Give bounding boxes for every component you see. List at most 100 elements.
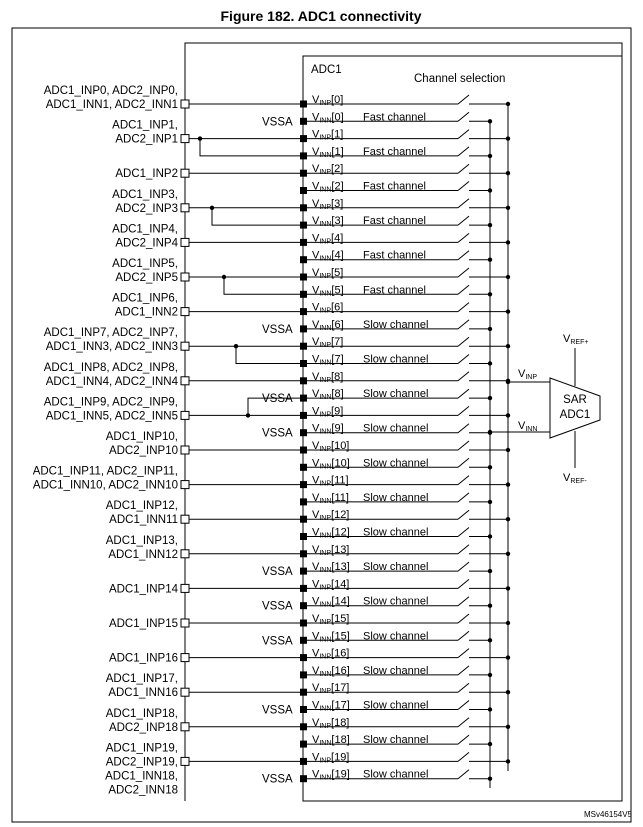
channel-switch — [457, 250, 470, 261]
channel-6-inn-row: VINN[6] Slow channel — [300, 319, 493, 333]
pin-0: ADC1_INP0, ADC2_INP0,ADC1_INN1, ADC2_INN… — [44, 85, 300, 111]
channel-4-inn-row: VINN[4]Fast channel — [300, 250, 493, 264]
channel-switch — [457, 267, 470, 278]
pin-15-pad — [180, 618, 190, 628]
channel-6-inn-label: VINN[6] — [312, 319, 344, 332]
channel-6-type: Slow channel — [363, 319, 428, 331]
vssa-label: VSSA — [262, 116, 293, 128]
channel-switch — [457, 665, 470, 676]
pin-12-label: ADC1_INP12, — [106, 500, 178, 512]
pin-8-label: ADC1_INN4, ADC2_INN4 — [46, 376, 179, 388]
channel-switch — [457, 752, 470, 762]
channel-switch — [457, 233, 470, 243]
channel-switch — [457, 94, 470, 105]
channel-18-inn-label: VINN[18] — [312, 734, 350, 747]
channel-10-inn-pad — [300, 463, 307, 471]
channel-5-inp-pad — [300, 273, 307, 281]
channel-15-inp-label: VINP[15] — [312, 613, 349, 626]
channel-14-inn-pad — [300, 602, 307, 610]
channel-switch — [457, 475, 470, 485]
channel-switch — [457, 336, 470, 347]
channel-14-inp-row: VINP[14] — [300, 578, 511, 592]
pin-18-label: ADC2_INP18 — [109, 722, 178, 734]
channel-11-inp-row: VINP[11] — [300, 475, 511, 489]
channel-8-inp-label: VINP[8] — [312, 371, 343, 384]
channel-17-inn-row: VINN[17]Slow channel — [300, 700, 493, 713]
channel-13-inp-pad — [300, 550, 307, 558]
vinn-label: VINN — [518, 420, 537, 433]
channel-switch — [457, 146, 470, 157]
channel-8-type: Slow channel — [363, 388, 428, 400]
channel-15-inn-label: VINN[15] — [312, 630, 350, 643]
channel-18-inp-pad — [300, 723, 307, 731]
channel-7-type: Slow channel — [363, 354, 428, 366]
pin-16-pad — [180, 653, 190, 663]
channel-7-inn-label: VINN[7] — [312, 354, 344, 367]
channel-18-inn-pad — [300, 740, 307, 748]
pin-11: ADC1_INP11, ADC2_INP11,ADC1_INN10, ADC2_… — [33, 466, 300, 492]
channel-4-inn-pad — [300, 256, 307, 264]
channel-switch — [457, 319, 470, 330]
pin-1-pad — [180, 134, 190, 144]
adc1-block-label: ADC1 — [311, 64, 342, 76]
channel-switch — [457, 215, 470, 226]
pin-7-pad — [180, 341, 190, 351]
pin-6-label: ADC1_INN2 — [115, 307, 178, 319]
pin-3-label: ADC2_INP3 — [115, 203, 178, 215]
channel-switch — [457, 492, 470, 503]
channel-5-inn-label: VINN[5] — [312, 284, 344, 297]
pin-13-label: ADC1_INP13, — [106, 535, 178, 547]
vref-plus-label: VREF+ — [563, 333, 588, 346]
route-junction — [233, 344, 239, 349]
external-pins: ADC1_INP0, ADC2_INP0,ADC1_INN1, ADC2_INN… — [33, 85, 300, 796]
channel-switch — [457, 440, 470, 451]
channel-4-inn-label: VINN[4] — [312, 250, 344, 263]
channel-3-inn-pad — [300, 221, 307, 229]
channel-13-inn-pad — [300, 567, 307, 575]
channel-1-inn-label: VINN[1] — [312, 146, 344, 159]
channel-switch — [457, 163, 470, 174]
channel-4-inp-label: VINP[4] — [312, 232, 343, 245]
pin-17-label: ADC1_INP17, — [106, 673, 178, 685]
channel-0-inn-row: VINN[0]Fast channel — [300, 111, 493, 125]
pin-4: ADC1_INP4,ADC2_INP4 — [112, 223, 300, 249]
channel-14-inn-label: VINN[14] — [312, 596, 350, 609]
channel-switch — [457, 717, 470, 728]
channel-selection-label: Channel selection — [414, 73, 505, 85]
pin-14-pad — [180, 583, 190, 593]
figure-ref-id: MSv46154V5 — [584, 810, 633, 819]
pin-7-label: ADC1_INP7, ADC2_INP7, — [44, 327, 178, 339]
pin-0-pad — [180, 99, 190, 109]
channel-8-inn-pad — [300, 394, 307, 402]
pin-5-pad — [180, 272, 190, 282]
sar-adc1 — [549, 377, 601, 439]
channel-15-type: Slow channel — [363, 630, 428, 642]
channel-0-inp-pad — [300, 100, 307, 108]
channel-16-inn-label: VINN[16] — [312, 665, 350, 678]
channel-4-inp-pad — [300, 238, 307, 246]
channel-14-inp-pad — [300, 584, 307, 592]
channel-17-inn-pad — [300, 706, 307, 713]
vssa-label: VSSA — [262, 566, 293, 578]
route-junction — [245, 413, 251, 418]
channel-9-inp-label: VINP[9] — [312, 405, 343, 418]
channel-8-inp-row: VINP[8] — [300, 371, 511, 385]
pin-6-pad — [180, 307, 190, 317]
bus-junction — [487, 119, 493, 124]
channel-switch — [457, 198, 470, 209]
channel-12-inp-label: VINP[12] — [312, 509, 349, 522]
channel-1-inp-row: VINP[1] — [300, 129, 511, 143]
channel-switch — [457, 769, 470, 780]
channel-15-inp-row: VINP[15] — [300, 613, 511, 627]
channel-2-inp-row: VINP[2] — [300, 163, 511, 177]
vinn-junction — [487, 429, 493, 435]
channel-switch — [457, 648, 470, 658]
channel-0-inp-label: VINP[0] — [312, 94, 343, 107]
pin-5: ADC1_INP5,ADC2_INP5 — [112, 258, 300, 284]
channel-11-inp-pad — [300, 481, 307, 489]
vssa-label: VSSA — [262, 601, 293, 613]
channel-3-inp-pad — [300, 204, 307, 212]
vssa-label: VSSA — [262, 774, 293, 786]
figure-title: Figure 182. ADC1 connectivity — [221, 8, 422, 24]
